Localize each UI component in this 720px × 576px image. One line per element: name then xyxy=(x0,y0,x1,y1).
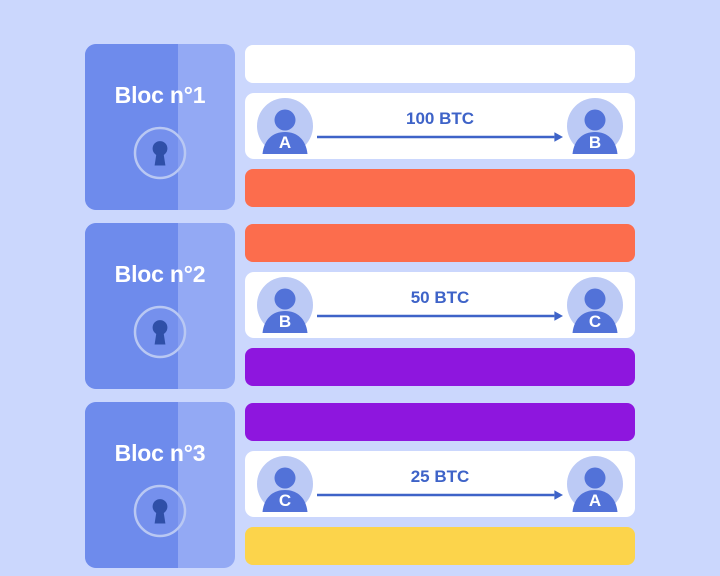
sender-avatar: A xyxy=(257,98,313,154)
lock-keyhole-icon xyxy=(133,126,187,180)
block-card[interactable]: Bloc n°3 xyxy=(85,402,235,568)
block-card[interactable]: Bloc n°2 xyxy=(85,223,235,389)
block-card[interactable]: Bloc n°1 xyxy=(85,44,235,210)
transaction-amount: 25 BTC xyxy=(410,466,470,486)
transaction-card[interactable]: A 100 BTC B xyxy=(245,93,635,159)
block-label: Bloc n°2 xyxy=(114,261,206,287)
svg-text:C: C xyxy=(589,312,601,331)
lock-keyhole-icon xyxy=(133,484,187,538)
block-label: Bloc n°3 xyxy=(114,440,206,466)
svg-text:B: B xyxy=(589,133,601,152)
transaction-flow: 100 BTC xyxy=(313,93,567,159)
svg-text:A: A xyxy=(589,491,601,510)
block-rows: C 25 BTC A xyxy=(245,402,635,565)
hash-bar[interactable] xyxy=(245,527,635,565)
previous-hash-bar[interactable] xyxy=(245,224,635,262)
previous-hash-bar[interactable] xyxy=(245,45,635,83)
receiver-avatar: C xyxy=(567,277,623,333)
transaction-card[interactable]: C 25 BTC A xyxy=(245,451,635,517)
lock-keyhole-icon xyxy=(133,305,187,359)
previous-hash-bar[interactable] xyxy=(245,403,635,441)
transaction-amount: 100 BTC xyxy=(405,108,475,128)
receiver-avatar: B xyxy=(567,98,623,154)
hash-bar[interactable] xyxy=(245,348,635,386)
hash-bar[interactable] xyxy=(245,169,635,207)
svg-text:A: A xyxy=(279,133,291,152)
sender-avatar: C xyxy=(257,456,313,512)
svg-text:C: C xyxy=(279,491,291,510)
block-rows: A 100 BTC B xyxy=(245,44,635,207)
transaction-flow: 50 BTC xyxy=(313,272,567,338)
transaction-card[interactable]: B 50 BTC C xyxy=(245,272,635,338)
svg-text:B: B xyxy=(279,312,291,331)
sender-avatar: B xyxy=(257,277,313,333)
block-label: Bloc n°1 xyxy=(114,82,206,108)
transaction-amount: 50 BTC xyxy=(410,287,470,307)
transaction-flow: 25 BTC xyxy=(313,451,567,517)
receiver-avatar: A xyxy=(567,456,623,512)
block-rows: B 50 BTC C xyxy=(245,223,635,386)
